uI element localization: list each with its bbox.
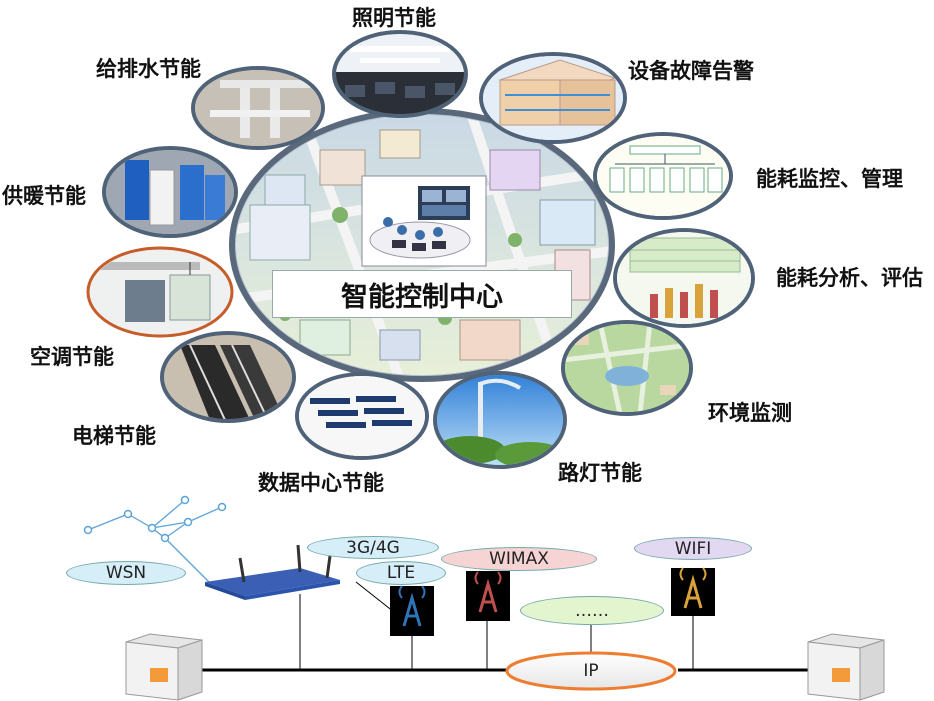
energy-analysis-photo — [613, 228, 755, 328]
wsn-graph — [87, 499, 223, 584]
datacenter-label: 数据中心节能 — [258, 471, 384, 495]
lte-pill: LTE — [356, 561, 446, 585]
router-icon — [205, 544, 340, 600]
street-light-label: 路灯节能 — [558, 461, 642, 485]
hvac-label: 空调节能 — [30, 345, 114, 369]
wimax-pill: WIMAX — [441, 547, 597, 571]
wifi-tower-icon — [671, 567, 715, 616]
control-center-title: 智能控制中心 — [272, 270, 572, 318]
street-light-photo — [433, 371, 567, 469]
elevator-label: 电梯节能 — [72, 424, 156, 448]
lighting-label: 照明节能 — [352, 6, 436, 30]
elevator-photo — [160, 331, 296, 423]
lighting-photo — [332, 30, 468, 118]
ip-network-shape — [505, 651, 677, 691]
wsn-pill: WSN — [66, 561, 186, 585]
environment-photo — [561, 320, 693, 416]
water-photo — [191, 66, 325, 150]
center-city-ellipse — [229, 108, 615, 382]
energy-monitor-photo — [593, 132, 733, 220]
ip-label: IP — [583, 661, 599, 681]
server-left-icon — [125, 633, 203, 701]
hvac-photo — [86, 246, 234, 338]
more-networks-pill: …… — [520, 596, 664, 625]
datacenter-photo — [295, 372, 429, 460]
energy-monitor-label: 能耗监控、管理 — [756, 167, 903, 191]
server-right-icon — [807, 633, 885, 701]
lte-tower-icon — [390, 585, 434, 636]
energy-analysis-label: 能耗分析、评估 — [776, 266, 923, 290]
wifi-pill: WIFI — [634, 537, 752, 560]
heating-photo — [102, 146, 238, 238]
environment-label: 环境监测 — [708, 401, 792, 425]
wimax-tower-icon — [466, 571, 510, 621]
fault-alarm-label: 设备故障告警 — [628, 59, 754, 83]
water-label: 给排水节能 — [96, 57, 201, 81]
fault-alarm-photo — [479, 52, 627, 144]
cellular-pill: 3G/4G — [307, 536, 439, 559]
heating-label: 供暖节能 — [2, 184, 86, 208]
